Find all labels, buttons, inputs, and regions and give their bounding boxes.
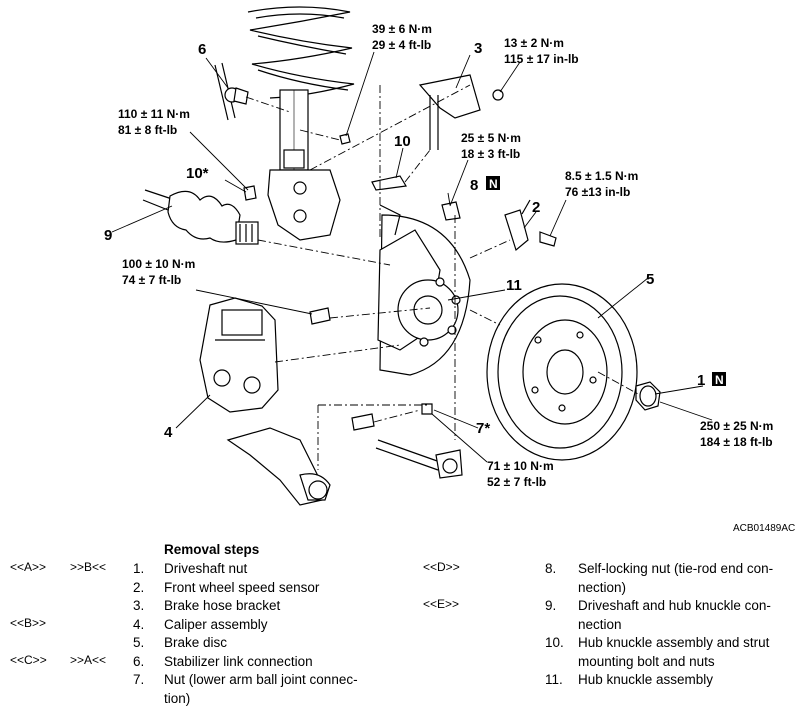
stabilizer-link (214, 62, 249, 121)
callout-11: 11 (506, 277, 522, 294)
step-text: tion) (164, 690, 191, 706)
step-text: Driveshaft and hub knuckle con- (578, 598, 771, 613)
step-text: mounting bolt and nuts (578, 653, 715, 669)
brake-hose-bracket (418, 74, 504, 150)
step-number: 5. (133, 635, 145, 650)
torque-18-ftlb: 18 ± 3 ft-lb (461, 147, 520, 161)
torque-74-ftlb: 74 ± 7 ft-lb (122, 273, 181, 287)
removal-steps-title: Removal steps (164, 542, 260, 557)
step-text: Self-locking nut (tie-rod end con- (578, 561, 774, 576)
callout-3: 3 (474, 40, 482, 57)
step-number: 7. (133, 672, 145, 687)
step-number: 4. (133, 616, 145, 632)
torque-100-nm: 100 ± 10 N·m (122, 257, 195, 271)
step-text: Stabilizer link connection (164, 653, 313, 669)
callout-4: 4 (164, 424, 173, 441)
step-text: Hub knuckle assembly (578, 672, 714, 687)
service-code-ref: <<B>> (10, 615, 47, 630)
torque-250-nm: 250 ± 25 N·m (700, 419, 773, 433)
step-text: nection) (578, 579, 627, 595)
step-text: Caliper assembly (164, 616, 268, 632)
callout-7-star: 7* (476, 420, 490, 437)
figure-code: ACB01489AC (733, 523, 796, 534)
wheel-speed-sensor (504, 199, 557, 252)
callout-1: 1 (697, 372, 705, 389)
torque-39-nm: 39 ± 6 N·m (372, 22, 432, 36)
step-number: 10. (545, 635, 564, 650)
torque-184-ftlb: 184 ± 18 ft-lb (700, 435, 773, 449)
brake-disc (486, 283, 638, 461)
torque-76-inlb: 76 ±13 in-lb (565, 185, 630, 199)
leader-lines (111, 51, 713, 463)
driveshaft (142, 189, 259, 245)
caliper (199, 297, 279, 413)
step-number: 8. (545, 561, 557, 576)
callout-10: 10 (394, 133, 411, 150)
callout-6: 6 (198, 41, 206, 58)
torque-13-nm: 13 ± 2 N·m (504, 36, 564, 50)
svg-text:N: N (715, 373, 724, 387)
torque-110-nm: 110 ± 11 N·m (118, 107, 190, 121)
exploded-view-diagram: 6 3 10 10* 8 2 9 11 5 1 4 7* N N 39 ± 6 … (104, 6, 773, 506)
callout-9: 9 (104, 227, 112, 244)
torque-52-ftlb: 52 ± 7 ft-lb (487, 475, 546, 489)
step-number: 1. (133, 561, 145, 576)
callout-2: 2 (532, 199, 540, 216)
callout-8: 8 (470, 177, 478, 194)
service-code-ref: >>A<< (70, 652, 107, 667)
step-number: 6. (133, 653, 145, 669)
callout-5: 5 (646, 271, 654, 288)
alignment-lines (245, 84, 641, 470)
step-number: 2. (133, 579, 145, 595)
step-text: Brake hose bracket (164, 598, 281, 613)
service-code-ref: <<C>> (10, 652, 47, 667)
tie-rod-end (375, 439, 463, 479)
step-text: Hub knuckle assembly and strut (578, 635, 770, 650)
n-badge-8: N (486, 176, 500, 191)
torque-8-5-nm: 8.5 ± 1.5 N·m (565, 169, 638, 183)
svg-text:N: N (489, 177, 498, 191)
driveshaft-nut (635, 381, 661, 411)
step-text: nection (578, 616, 622, 632)
n-badge-1: N (712, 372, 726, 387)
hub-knuckle (377, 204, 471, 376)
hardware (243, 133, 461, 431)
service-code-ref: <<E>> (423, 597, 460, 611)
torque-71-nm: 71 ± 10 N·m (487, 459, 554, 473)
service-code-ref: <<A>> (10, 560, 47, 574)
step-number: 11. (545, 672, 563, 687)
callout-10-star: 10* (186, 165, 209, 182)
torque-29-ftlb: 29 ± 4 ft-lb (372, 38, 431, 52)
torque-115-inlb: 115 ± 17 in-lb (504, 52, 579, 66)
step-text: Brake disc (164, 635, 228, 650)
torque-81-ftlb: 81 ± 8 ft-lb (118, 123, 177, 137)
step-number: 9. (545, 598, 557, 613)
lower-arm (226, 427, 331, 506)
service-code-ref: >>B<< (70, 560, 107, 574)
torque-25-nm: 25 ± 5 N·m (461, 131, 521, 145)
step-number: 3. (133, 598, 145, 613)
step-text: Driveshaft nut (164, 561, 248, 576)
step-text: Front wheel speed sensor (164, 579, 320, 595)
step-text: Nut (lower arm ball joint connec- (164, 672, 358, 687)
service-code-ref: <<D>> (423, 560, 460, 574)
strut-assembly (247, 6, 355, 241)
